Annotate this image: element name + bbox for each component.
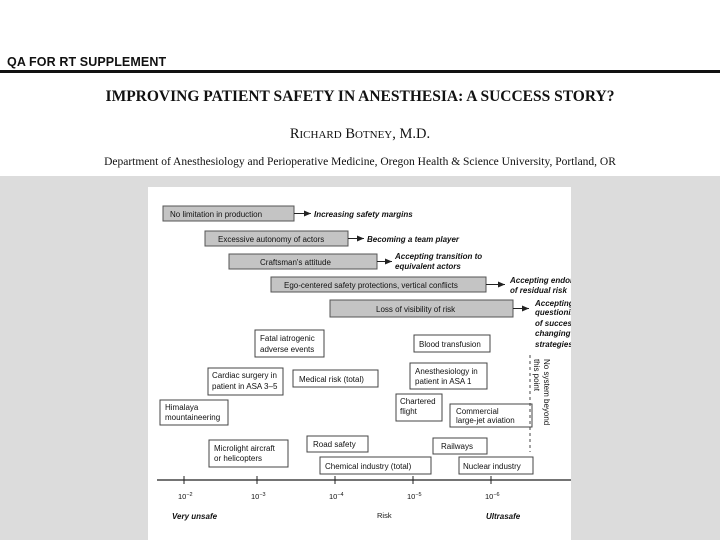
activity-himalaya-line-1: Himalaya [165, 403, 199, 412]
activity-road-safety: Road safety [306, 435, 369, 453]
author-last-rest: OTNEY [354, 129, 393, 141]
barrier-5-outcome-line-5: strategies [535, 340, 571, 349]
risk-axis-tick-2: 10−3 [251, 476, 266, 501]
barrier-5-outcome-line-2: questioning [535, 308, 571, 317]
activity-fatal-iatrogenic-line-2: adverse events [260, 345, 314, 354]
activity-cardiac-surgery-line-2: patient in ASA 3–5 [212, 382, 278, 391]
activity-anesthesiology-asa1: Anesthesiology in patient in ASA 1 [409, 362, 488, 390]
paper-affiliation: Department of Anesthesiology and Periope… [104, 156, 616, 168]
author-first-initial: R [289, 126, 300, 142]
barrier-5-label: Loss of visibility of risk [376, 305, 456, 314]
activity-cardiac-surgery-line-1: Cardiac surgery in [212, 371, 277, 380]
safety-figure: No limitation in production Increasing s… [148, 187, 571, 540]
risk-tick-4-exp: −5 [415, 492, 421, 498]
limit-note-line-2: this point [532, 359, 541, 392]
limit-note-line-1: No system beyond [542, 359, 551, 425]
barrier-5: Loss of visibility of risk Accepting que… [329, 299, 571, 349]
barrier-3-label: Craftsman's attitude [260, 258, 331, 267]
limit-note: No system beyond this point [532, 359, 551, 425]
risk-tick-1-base: 10 [178, 492, 186, 501]
barrier-1-label: No limitation in production [170, 210, 262, 219]
barrier-3-outcome-line-1: Accepting transition to [394, 252, 482, 261]
activity-commercial-aviation: Commercial large-jet aviation [449, 403, 533, 428]
risk-tick-2-base: 10 [251, 492, 259, 501]
activity-himalaya: Himalaya mountaineering [159, 399, 229, 426]
risk-axis-left-label: Very unsafe [172, 512, 218, 521]
activity-himalaya-line-2: mountaineering [165, 413, 220, 422]
paper-title: IMPROVING PATIENT SAFETY IN ANESTHESIA: … [105, 88, 615, 105]
risk-tick-5-label: 10−6 [485, 492, 500, 501]
activity-chartered-flight-line-2: flight [400, 407, 418, 416]
risk-axis-tick-5: 10−6 [485, 476, 500, 501]
barrier-2: Excessive autonomy of actors Becoming a … [204, 230, 460, 247]
barrier-1: No limitation in production Increasing s… [162, 205, 413, 222]
barrier-3: Craftsman's attitude Accepting transitio… [228, 252, 482, 271]
activity-medical-risk: Medical risk (total) [292, 369, 379, 388]
risk-tick-4-base: 10 [407, 492, 415, 501]
risk-tick-1-exp: −2 [186, 492, 192, 498]
activity-blood-transfusion-label: Blood transfusion [419, 340, 481, 349]
activity-chemical-industry: Chemical industry (total) [319, 456, 432, 475]
risk-tick-3-label: 10−4 [329, 492, 344, 501]
paper-author: RICHARD BOTNEY, M.D. [0, 126, 720, 143]
activity-railways: Railways [432, 437, 488, 455]
header-rule [0, 70, 720, 73]
risk-axis-title: Risk [377, 511, 392, 520]
activity-cardiac-surgery: Cardiac surgery in patient in ASA 3–5 [207, 367, 284, 396]
risk-axis-right-label: Ultrasafe [486, 512, 521, 521]
activity-microlight-aircraft-line-1: Microlight aircraft [214, 444, 276, 453]
risk-tick-5-base: 10 [485, 492, 493, 501]
activity-fatal-iatrogenic: Fatal iatrogenic adverse events [254, 329, 325, 358]
author-last-initial: B [345, 126, 355, 142]
barrier-2-outcome: Becoming a team player [367, 235, 460, 244]
risk-tick-3-base: 10 [329, 492, 337, 501]
activity-road-safety-label: Road safety [313, 440, 356, 449]
activity-chartered-flight-line-1: Chartered [400, 397, 436, 406]
activity-commercial-aviation-line-2: large-jet aviation [456, 416, 515, 425]
risk-axis-tick-4: 10−5 [407, 476, 422, 501]
activity-microlight-aircraft-line-2: or helicopters [214, 454, 262, 463]
barrier-5-outcome-line-3: of success and [535, 319, 571, 328]
activity-blood-transfusion: Blood transfusion [413, 334, 491, 353]
author-first-rest: ICHARD [299, 129, 342, 141]
activity-commercial-aviation-line-1: Commercial [456, 407, 499, 416]
activity-nuclear-industry-label: Nuclear industry [463, 462, 521, 471]
activity-fatal-iatrogenic-line-1: Fatal iatrogenic [260, 334, 315, 343]
barrier-3-outcome-line-2: equivalent actors [395, 262, 461, 271]
risk-tick-1-label: 10−2 [178, 492, 193, 501]
activity-nuclear-industry: Nuclear industry [458, 456, 534, 475]
author-suffix: , M.D. [392, 126, 431, 142]
barrier-1-outcome: Increasing safety margins [314, 210, 413, 219]
barrier-5-outcome-line-1: Accepting [534, 299, 571, 308]
barrier-4-outcome-line-1: Accepting endorsement [509, 276, 571, 285]
supplement-header-label: QA FOR RT SUPPLEMENT [7, 55, 167, 69]
activity-railways-label: Railways [441, 442, 473, 451]
barrier-4-outcome-line-2: of residual risk [510, 286, 567, 295]
risk-tick-4-label: 10−5 [407, 492, 422, 501]
activity-microlight-aircraft: Microlight aircraft or helicopters [208, 439, 289, 468]
risk-axis-tick-1: 10−2 [178, 476, 193, 501]
safety-figure-svg: No limitation in production Increasing s… [157, 205, 571, 521]
activity-chemical-industry-label: Chemical industry (total) [325, 462, 412, 471]
barrier-2-label: Excessive autonomy of actors [218, 235, 324, 244]
activity-anesthesiology-asa1-line-1: Anesthesiology in [415, 367, 478, 376]
risk-tick-2-label: 10−3 [251, 492, 266, 501]
risk-tick-5-exp: −6 [493, 492, 499, 498]
risk-tick-3-exp: −4 [337, 492, 343, 498]
risk-tick-2-exp: −3 [259, 492, 265, 498]
activity-chartered-flight: Chartered flight [395, 393, 443, 422]
risk-axis-tick-3: 10−4 [329, 476, 344, 501]
activity-medical-risk-label: Medical risk (total) [299, 375, 364, 384]
activity-anesthesiology-asa1-line-2: patient in ASA 1 [415, 377, 472, 386]
barrier-4: Ego-centered safety protections, vertica… [270, 276, 571, 295]
barrier-5-outcome-line-4: changing [535, 329, 571, 338]
barrier-4-label: Ego-centered safety protections, vertica… [284, 281, 458, 290]
